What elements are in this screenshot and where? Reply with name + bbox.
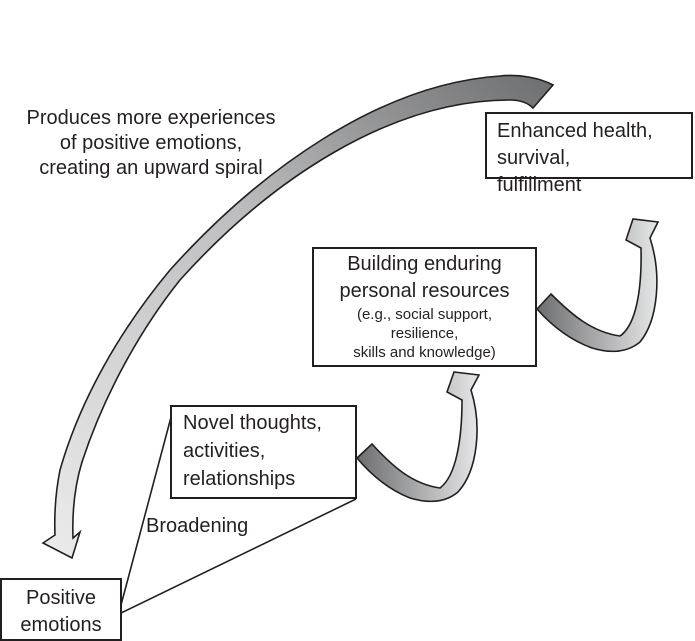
node-heading-line: Building enduring bbox=[347, 253, 502, 275]
node-text-line: activities, bbox=[183, 440, 266, 462]
spiral-label-line: Produces more experiences bbox=[26, 107, 276, 129]
upward-spiral-label: Produces more experiences of positive em… bbox=[0, 106, 302, 181]
node-novel-thoughts: Novel thoughts, activities, relationship… bbox=[170, 405, 357, 499]
node-text-line: fulfillment bbox=[497, 174, 582, 196]
node-text-line: relationships bbox=[183, 468, 296, 490]
node-building-resources: Building enduring personal resources (e.… bbox=[312, 247, 537, 367]
node-detail-line: resilience, bbox=[390, 325, 459, 342]
node-text-line: survival, bbox=[497, 147, 571, 169]
spiral-label-line: creating an upward spiral bbox=[39, 157, 263, 179]
upward-spiral-arrow bbox=[41, 74, 555, 560]
broadening-label: Broadening bbox=[146, 515, 249, 537]
broadening-line-lower bbox=[120, 498, 357, 614]
node-text-line: emotions bbox=[20, 614, 102, 636]
node-enhanced-health: Enhanced health, survival, fulfillment bbox=[485, 112, 693, 196]
node-text-line: Positive bbox=[25, 587, 97, 609]
arrow-novel-to-building bbox=[355, 371, 481, 503]
spiral-label-line: of positive emotions, bbox=[59, 132, 243, 154]
node-detail-line: (e.g., social support, bbox=[356, 306, 493, 323]
broadening-line-upper bbox=[120, 405, 175, 606]
node-text-line: Novel thoughts, bbox=[183, 412, 322, 434]
node-text-line: Enhanced health, bbox=[497, 120, 653, 142]
arrow-building-to-health bbox=[535, 218, 660, 353]
node-detail-line: skills and knowledge) bbox=[353, 344, 496, 361]
node-heading-line: personal resources bbox=[339, 280, 510, 302]
node-positive-emotions: Positive emotions bbox=[0, 578, 122, 641]
